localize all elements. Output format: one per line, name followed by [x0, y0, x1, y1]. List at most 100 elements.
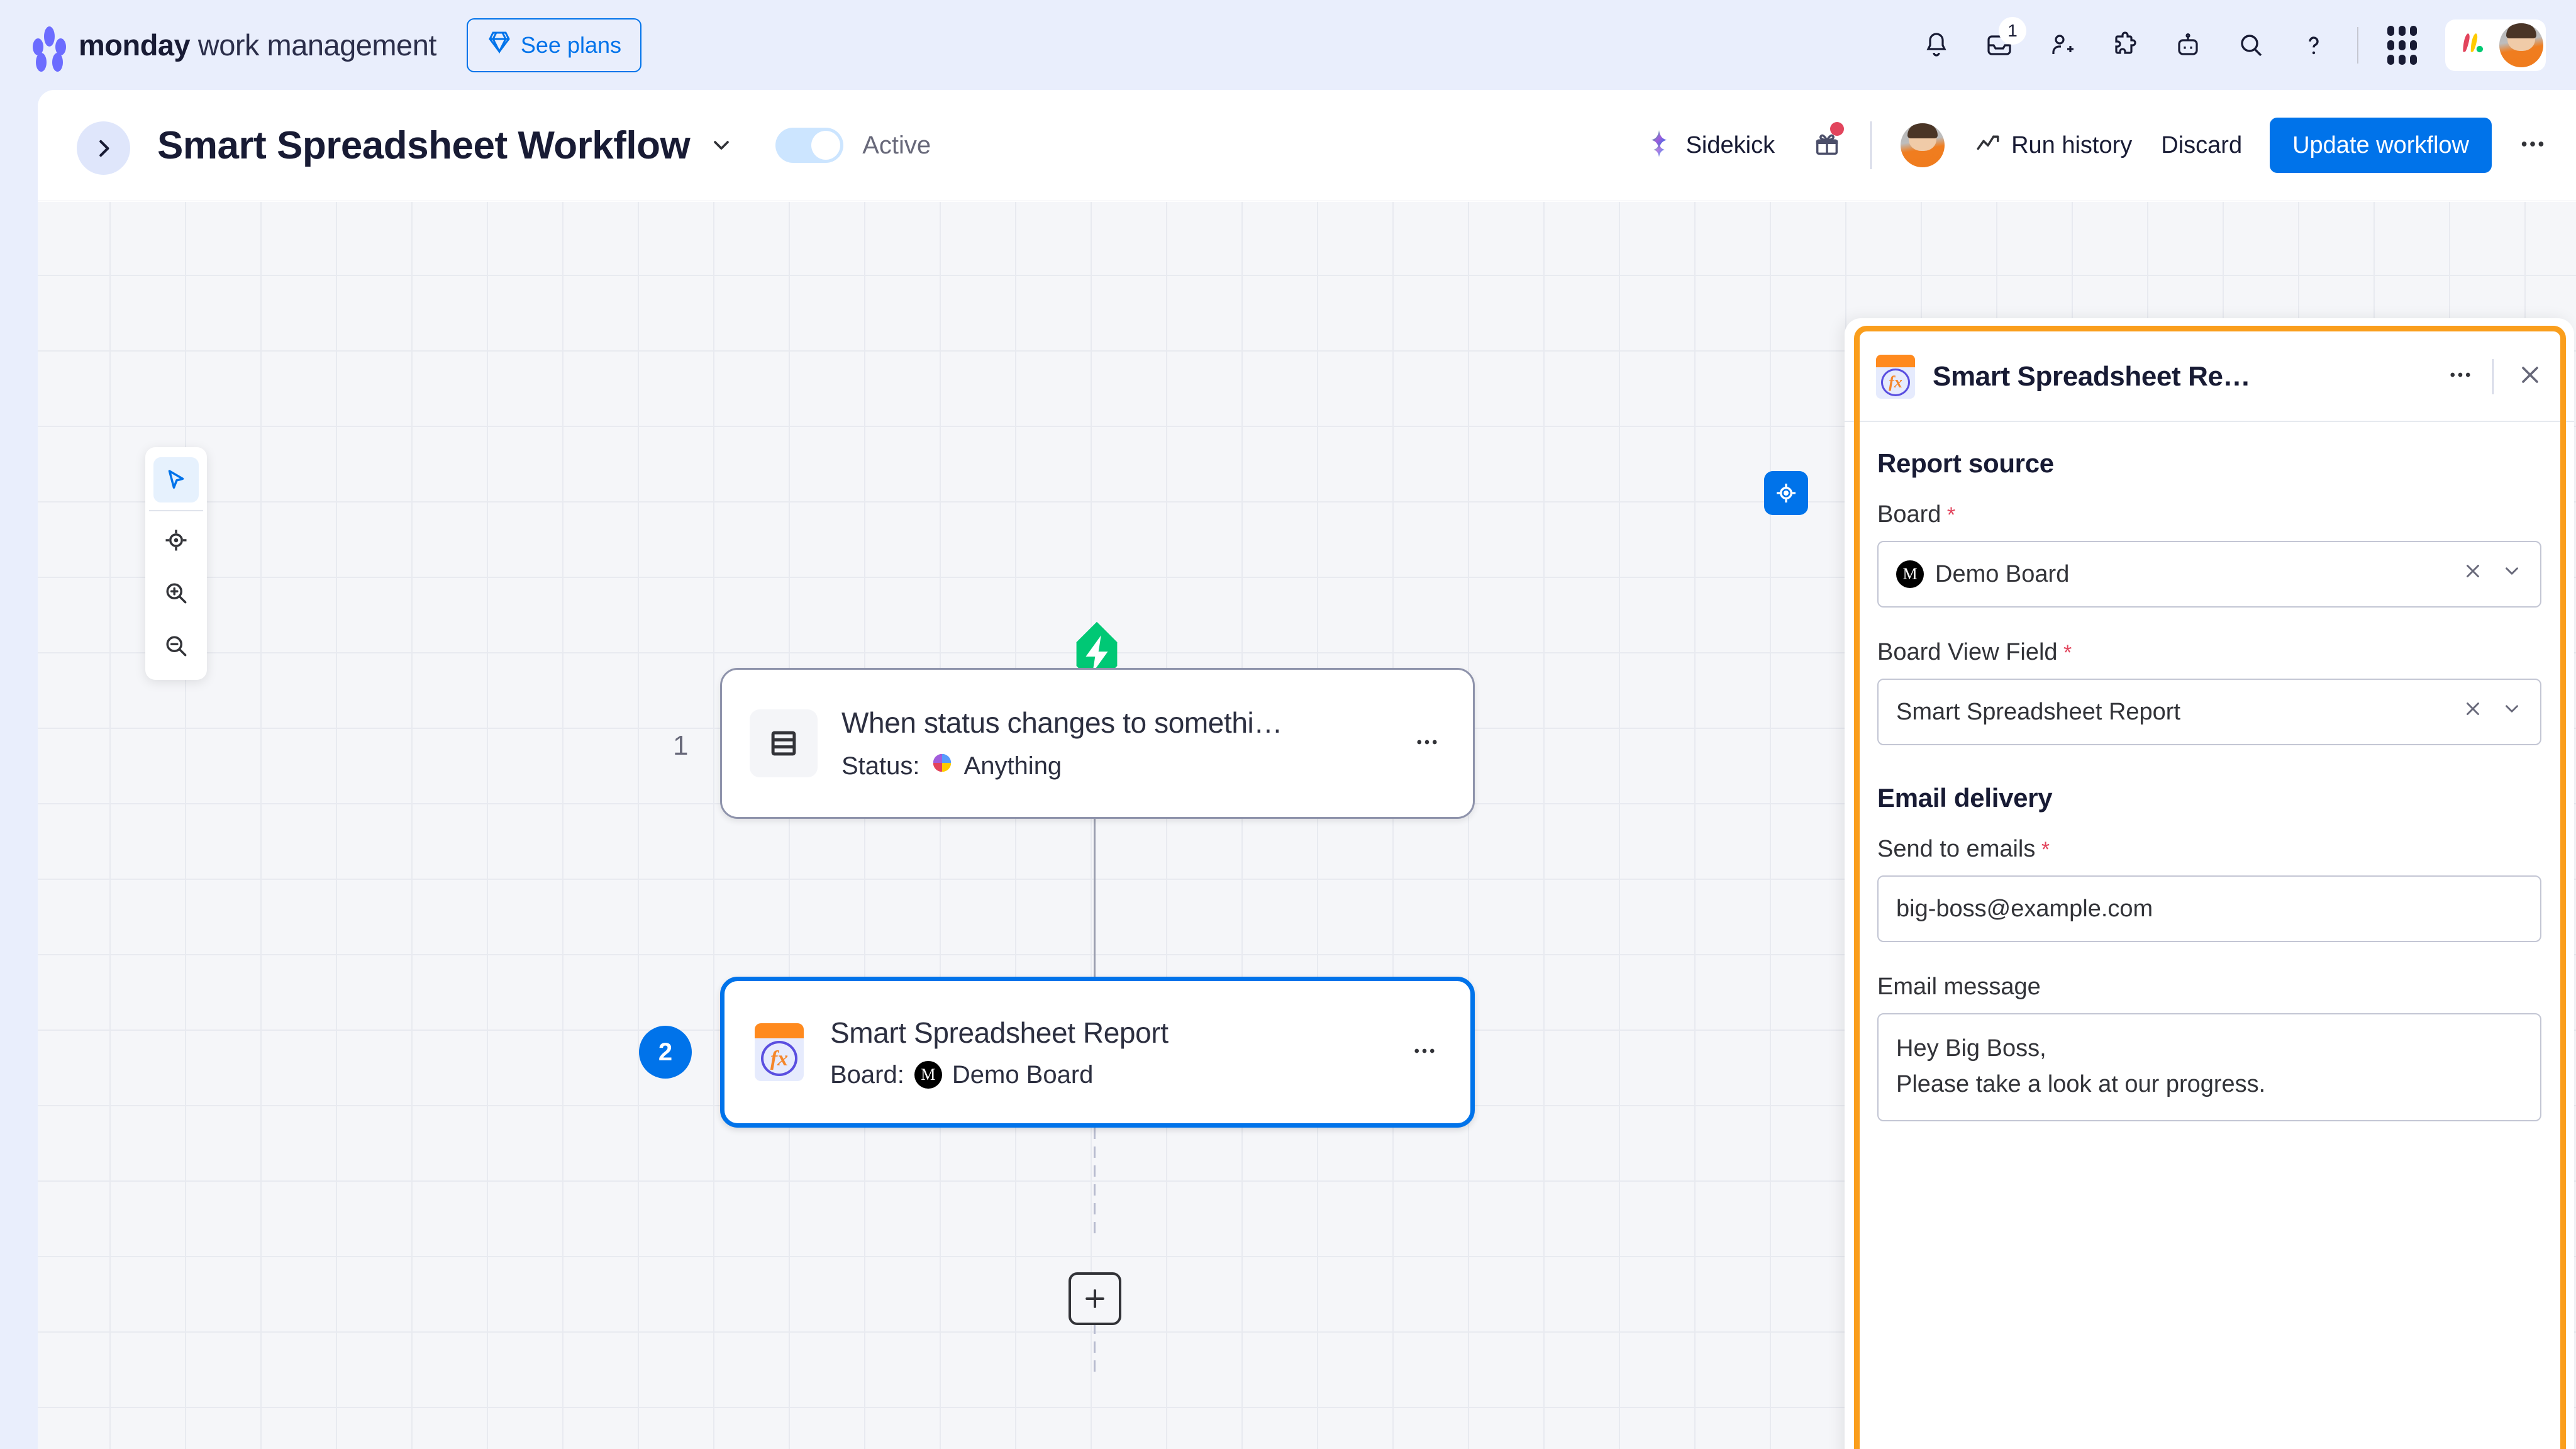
center-canvas-button[interactable] [1764, 471, 1808, 515]
clear-icon[interactable] [2462, 698, 2484, 726]
board-avatar: M [914, 1061, 942, 1089]
workflow-owner-avatar[interactable] [1901, 123, 1945, 167]
zoom-out-tool[interactable] [145, 621, 207, 674]
update-workflow-button[interactable]: Update workflow [2270, 118, 2492, 173]
email-message-line-2: Please take a look at our progress. [1896, 1071, 2266, 1097]
send-to-emails-input[interactable]: big-boss@example.com [1877, 875, 2541, 942]
top-bar-actions: 1 [1917, 16, 2546, 71]
canvas-tool-palette [145, 447, 207, 680]
email-message-textarea[interactable]: Hey Big Boss, Please take a look at our … [1877, 1013, 2541, 1121]
required-asterisk: * [2057, 641, 2072, 665]
field-label-email-message: Email message [1877, 974, 2541, 1001]
node-connector-dashed-lower [1094, 1304, 1096, 1379]
required-asterisk: * [2035, 838, 2050, 862]
search-icon[interactable] [2231, 26, 2270, 65]
smart-spreadsheet-app-icon: fx [1876, 354, 1915, 399]
apps-puzzle-icon[interactable] [2106, 26, 2145, 65]
recenter-tool[interactable] [145, 515, 207, 568]
send-to-emails-value: big-boss@example.com [1896, 895, 2153, 922]
invite-member-icon[interactable] [2043, 26, 2082, 65]
workflow-canvas[interactable]: 1 When status changes to somethi… Status… [38, 202, 2576, 1449]
field-label-send-to-emails: Send to emails * [1877, 836, 2541, 863]
tool-divider [149, 510, 203, 511]
node-title: Smart Spreadsheet Report [830, 1016, 1169, 1049]
field-label-text: Board [1877, 501, 1941, 528]
workflow-node-trigger[interactable]: When status changes to somethi… Status: [720, 668, 1475, 819]
gift-notification-dot [1830, 121, 1845, 136]
required-asterisk: * [1941, 503, 1956, 527]
zoom-in-tool[interactable] [145, 568, 207, 621]
field-label-board: Board * [1877, 501, 2541, 528]
discard-button[interactable]: Discard [2161, 132, 2242, 159]
status-column-icon [750, 709, 818, 777]
smart-spreadsheet-app-icon: fx [752, 1022, 806, 1082]
monday-workspace-logo-icon [2455, 26, 2489, 64]
workflow-more-options-icon[interactable] [2518, 130, 2547, 162]
user-account-menu[interactable] [2445, 19, 2546, 71]
sidekick-sparkle-icon [1645, 128, 1674, 163]
node-title: When status changes to somethi… [841, 706, 1282, 739]
zoom-out-icon [162, 632, 190, 663]
node-number-1: 1 [673, 730, 689, 761]
node-meta: Status: Anything [841, 751, 1414, 781]
top-navigation-bar: monday work management See plans 1 [0, 0, 2576, 90]
monday-logo-icon [28, 24, 71, 72]
board-view-field-select[interactable]: Smart Spreadsheet Report [1877, 679, 2541, 745]
sidekick-label: Sidekick [1685, 131, 1775, 158]
header-divider [1870, 121, 1872, 169]
node-connector-dashed [1094, 1128, 1096, 1236]
monday-brand[interactable]: monday work management [28, 24, 436, 72]
app-switcher-grid-icon[interactable] [2382, 25, 2421, 65]
workflow-shell: Smart Spreadsheet Workflow Active Sideki… [38, 90, 2576, 1449]
board-select[interactable]: M Demo Board [1877, 541, 2541, 608]
ai-robot-icon[interactable] [2168, 26, 2207, 65]
node-meta: Board: M Demo Board [830, 1061, 1411, 1089]
clear-icon[interactable] [2462, 560, 2484, 588]
chevron-down-icon[interactable] [2501, 698, 2523, 726]
node-settings-panel: fx Smart Spreadsheet Re… Report source B [1845, 318, 2574, 1449]
run-history-label: Run history [2011, 131, 2133, 158]
node-meta-value: Demo Board [952, 1060, 1094, 1089]
crosshair-target-icon [162, 526, 190, 557]
brand-title: monday work management [79, 28, 436, 62]
node-connector-line [1094, 819, 1096, 977]
panel-header-divider [2492, 358, 2494, 394]
chevron-down-icon[interactable] [2501, 560, 2523, 588]
pointer-tool[interactable] [145, 453, 207, 506]
sidekick-button[interactable]: Sidekick [1645, 128, 1775, 163]
inbox-badge: 1 [1999, 16, 2026, 45]
node-more-options-icon[interactable] [1411, 1038, 1438, 1067]
board-view-field-value: Smart Spreadsheet Report [1896, 698, 2181, 725]
field-label-text: Email message [1877, 974, 2041, 1000]
node-more-options-icon[interactable] [1414, 729, 1440, 758]
section-heading-email-delivery: Email delivery [1877, 783, 2053, 813]
workflow-active-toggle[interactable] [775, 128, 844, 163]
node-content: Smart Spreadsheet Report Board: M Demo B… [830, 1016, 1411, 1089]
field-label-text: Board View Field [1877, 639, 2058, 665]
avatar [2499, 23, 2543, 67]
board-select-value: Demo Board [1935, 560, 2070, 587]
zoom-in-icon [162, 579, 190, 610]
field-label-text: Send to emails [1877, 836, 2036, 862]
run-history-button[interactable]: Run history [1975, 129, 2132, 162]
close-icon[interactable] [2516, 361, 2544, 392]
section-heading-report-source: Report source [1877, 448, 2054, 478]
panel-header: fx Smart Spreadsheet Re… [1845, 332, 2574, 422]
toolbar-divider [2357, 26, 2358, 64]
help-question-icon[interactable] [2294, 26, 2333, 65]
workflow-header: Smart Spreadsheet Workflow Active Sideki… [38, 90, 2576, 201]
cursor-pointer-icon [153, 457, 199, 502]
panel-more-options-icon[interactable] [2447, 362, 2473, 391]
node-meta-value: Anything [963, 752, 1062, 780]
chevron-down-icon[interactable] [709, 133, 734, 158]
node-meta-label: Status: [841, 752, 920, 780]
gift-icon[interactable] [1813, 121, 1845, 162]
notifications-bell-icon[interactable] [1917, 26, 1956, 65]
inbox-icon[interactable]: 1 [1980, 16, 2026, 65]
expand-sidebar-button[interactable] [77, 121, 130, 175]
add-step-button[interactable] [1069, 1272, 1121, 1325]
workflow-active-label: Active [862, 131, 931, 159]
workflow-node-action[interactable]: fx Smart Spreadsheet Report Board: M Dem… [720, 977, 1475, 1128]
see-plans-button[interactable]: See plans [466, 18, 642, 72]
diamond-icon [487, 30, 512, 60]
